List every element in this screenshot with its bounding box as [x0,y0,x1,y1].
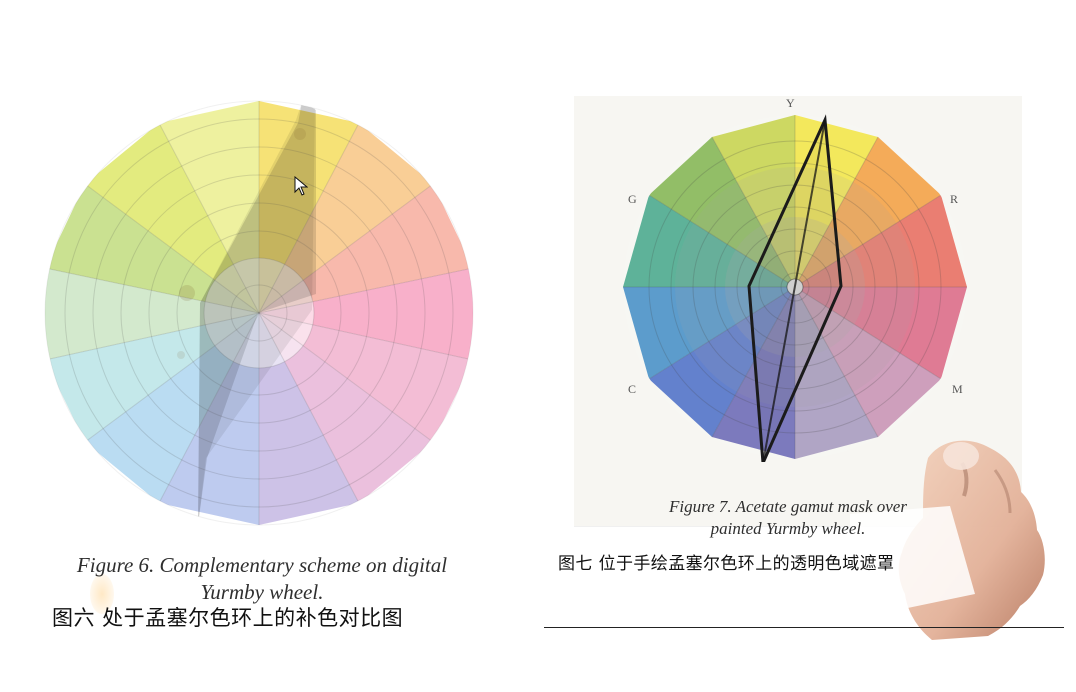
label-m: M [952,382,963,396]
right-panel: Y G R C M Figure 7. Acetate gamut mask o… [540,0,1076,692]
cursor-icon [294,176,308,196]
digital-yurmby-wheel [44,100,474,526]
label-r: R [950,192,959,206]
hand-image [850,440,1045,640]
label-y: Y [786,96,795,110]
figure-7-caption-zh: 图七 位于手绘孟塞尔色环上的透明色域遮罩 [558,554,895,574]
figure-7-caption: Figure 7. Acetate gamut mask over painte… [669,497,907,538]
left-panel: Figure 6. Complementary scheme on digita… [44,100,474,630]
label-c: C [628,382,637,396]
figure-6-caption: Figure 6. Complementary scheme on digita… [76,553,448,604]
label-g: G [628,192,637,206]
paper-stain [90,574,114,614]
figure-6-caption-zh: 图六 处于孟塞尔色环上的补色对比图 [52,606,404,630]
painted-yurmby-wheel [623,114,967,462]
divider-line [544,627,1064,628]
